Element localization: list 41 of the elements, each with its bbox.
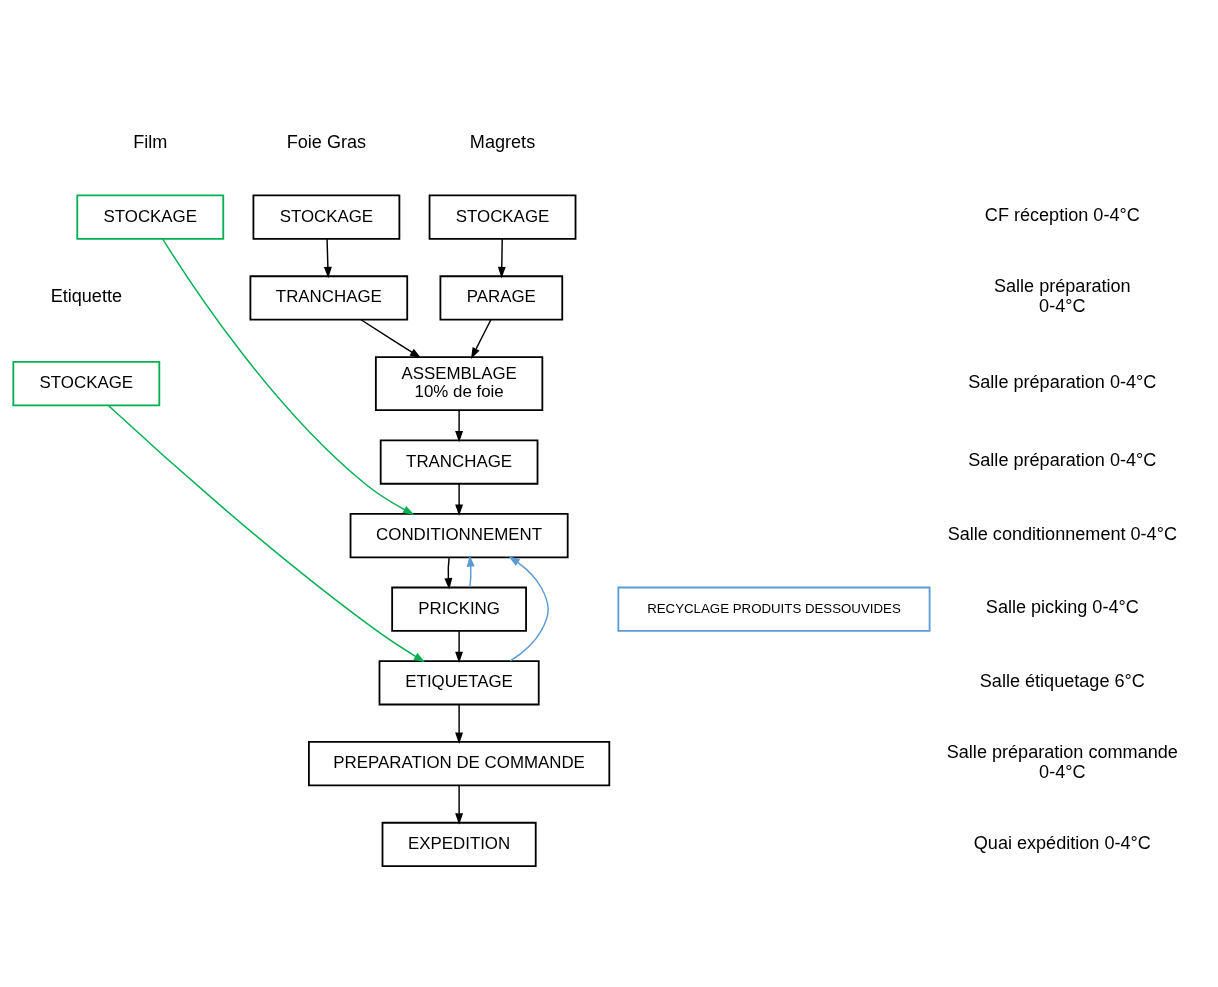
arrow: [455, 409, 464, 442]
arrow: [471, 318, 492, 359]
arrow: [455, 784, 464, 825]
label: Salle étiquetage 6°C: [979, 670, 1145, 691]
arrow: [466, 554, 475, 588]
arrow: [497, 237, 506, 278]
label: Etiquette: [50, 285, 123, 306]
node-box: PARAGE: [439, 274, 564, 321]
node-box: PRICKING: [391, 586, 527, 632]
node-box: STOCKAGE: [252, 194, 401, 240]
arrow: [360, 318, 422, 358]
label: CF réception 0-4°C: [984, 204, 1140, 225]
arrow: [162, 237, 415, 515]
node-box: ETIQUETAGE: [378, 659, 540, 705]
label: Salle préparation 0-4°C: [968, 371, 1157, 392]
node-box: ASSEMBLAGE 10% de foie: [374, 355, 544, 411]
node-box: TRANCHAGE: [379, 438, 539, 485]
arrow: [508, 555, 549, 662]
arrow: [455, 629, 464, 663]
node-box: TRANCHAGE: [249, 274, 409, 321]
label: Salle conditionnement 0-4°C: [947, 523, 1177, 544]
arrow: [323, 237, 332, 278]
node-box: STOCKAGE: [76, 194, 225, 240]
label: Salle préparation 0-4°C: [993, 275, 1131, 316]
label: Quai expédition 0-4°C: [973, 832, 1151, 853]
label: Salle préparation commande 0-4°C: [946, 741, 1178, 782]
node-box: CONDITIONNEMENT: [349, 512, 569, 558]
node-box: RECYCLAGE PRODUITS DESSOUVIDES: [617, 586, 931, 632]
node-box: EXPEDITION: [381, 821, 537, 867]
label: Salle préparation 0-4°C: [968, 449, 1157, 470]
node-box: STOCKAGE: [12, 360, 161, 406]
arrow: [455, 703, 464, 744]
arrow: [107, 404, 426, 662]
arrow: [444, 556, 453, 589]
node-box: PREPARATION DE COMMANDE: [308, 740, 611, 786]
label: Salle picking 0-4°C: [985, 596, 1139, 617]
node-box: STOCKAGE: [428, 194, 577, 240]
label: Magrets: [469, 131, 536, 152]
label: Foie Gras: [286, 131, 367, 152]
arrow: [455, 482, 464, 516]
label: Film: [133, 131, 168, 152]
